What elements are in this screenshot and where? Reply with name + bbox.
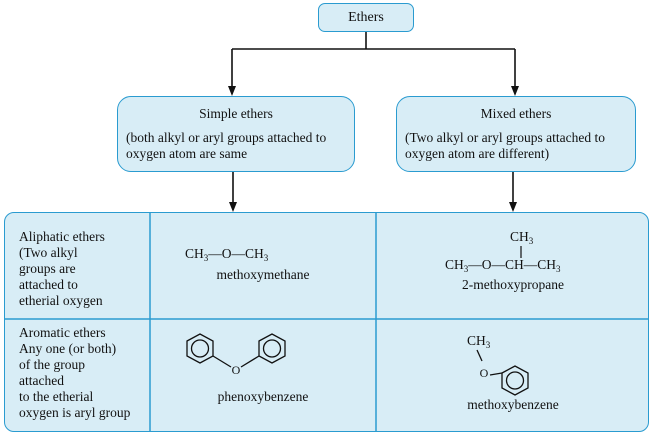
row-label-aromatic: Aromatic ethers Any one (or both) of the…	[19, 325, 131, 420]
mixed-ethers-desc-1: (Two alkyl or aryl groups attached to	[405, 130, 605, 145]
methoxypropane-name: 2-methoxypropane	[462, 277, 564, 292]
mixed-ethers-desc-2: oxygen atom are different)	[405, 146, 550, 161]
simple-ethers-title: Simple ethers	[199, 106, 273, 121]
phenoxybenzene-name: phenoxybenzene	[217, 389, 309, 404]
oxygen-atom-methoxy: O	[480, 366, 489, 380]
simple-ethers-node: Simple ethers (both alkyl or aryl groups…	[117, 96, 355, 172]
methoxypropane-formula: CH3—O—CH—CH3	[445, 257, 561, 274]
mixed-ethers-node: Mixed ethers (Two alkyl or aryl groups a…	[396, 96, 636, 172]
table-gridlines	[5, 213, 648, 431]
phenoxybenzene-structure: O	[186, 333, 286, 377]
row-label-aliphatic: Aliphatic ethers (Two alkyl groups are a…	[19, 229, 105, 308]
simple-ethers-desc-1: (both alkyl or aryl groups attached to	[126, 130, 327, 145]
branch-bond	[520, 246, 522, 258]
methoxymethane-name: methoxymethane	[216, 267, 310, 282]
methoxybenzene-structure: O	[476, 349, 529, 396]
root-label: Ethers	[348, 10, 384, 25]
methyl-branch: CH3	[510, 229, 534, 246]
ether-classification-table: Aliphatic ethers (Two alkyl groups are a…	[4, 212, 649, 432]
mixed-ethers-title: Mixed ethers	[480, 106, 552, 121]
methoxybenzene-name: methoxybenzene	[467, 397, 559, 412]
simple-ethers-desc-2: oxygen atom are same	[126, 146, 248, 161]
oxygen-atom: O	[232, 363, 241, 377]
methoxy-methyl: CH3	[467, 333, 491, 350]
ethers-root-node: Ethers	[318, 3, 414, 32]
methoxymethane-formula: CH3—O—CH3	[185, 246, 269, 263]
